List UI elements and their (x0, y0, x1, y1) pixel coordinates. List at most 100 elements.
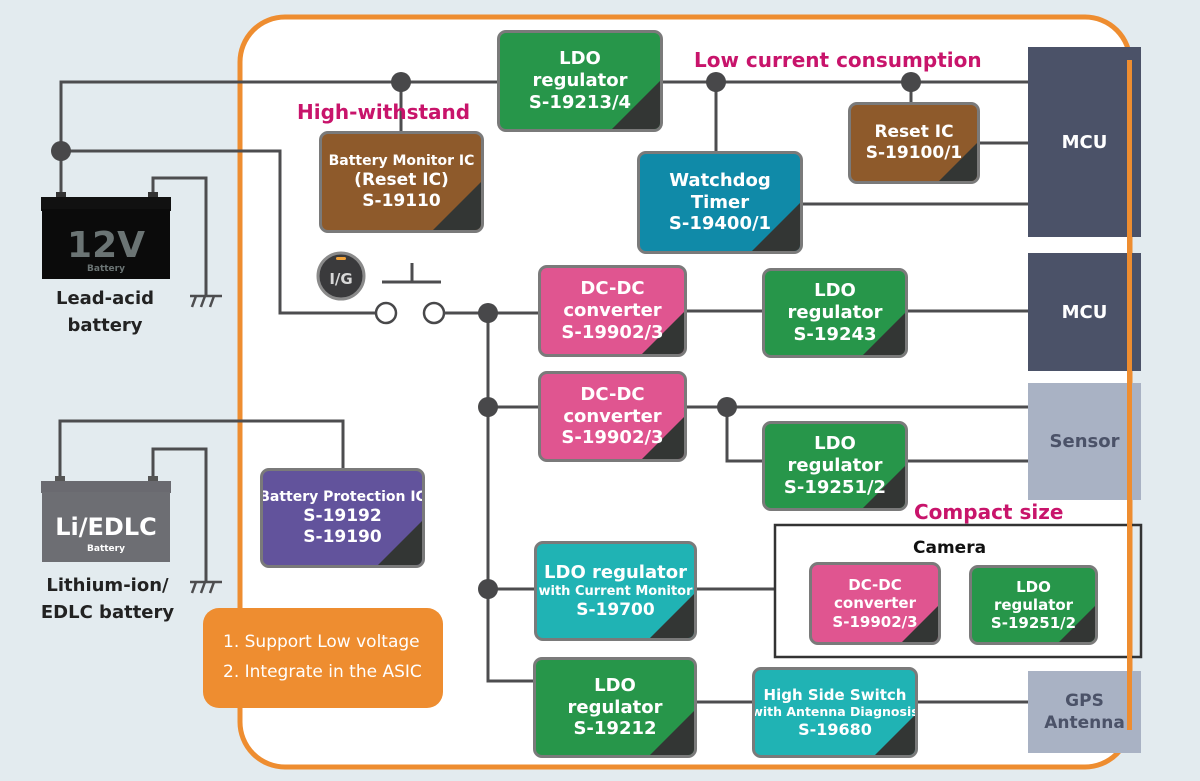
target-label: Antenna (1044, 713, 1125, 733)
mcu-block-1[interactable]: MCU (1028, 47, 1141, 237)
block-line: DC-DC (580, 278, 645, 300)
ldo-regulator-s19212-block[interactable]: LDO regulator S-19212 (533, 657, 697, 758)
block-line: S-19680 (798, 719, 872, 739)
corner-decoration (1059, 606, 1095, 642)
junction-node (478, 303, 498, 323)
corner-decoration (752, 203, 800, 251)
block-line: Battery Protection IC (260, 488, 425, 505)
corner-decoration (863, 313, 905, 355)
corner-decoration (642, 312, 684, 354)
target-label: GPS (1065, 690, 1104, 711)
battery-small-text: Battery (87, 544, 125, 554)
block-line: DC-DC (580, 383, 645, 405)
switch-terminal-in (374, 301, 398, 325)
block-line: (Reset IC) (354, 169, 449, 190)
block-line: S-19400/1 (668, 213, 772, 235)
block-line: S-19192 (303, 505, 382, 526)
block-line: LDO (814, 433, 856, 455)
battery-monitor-ic-block[interactable]: Battery Monitor IC (Reset IC) S-19110 (319, 131, 484, 233)
junction-node (901, 72, 921, 92)
battery-small-text: Battery (87, 264, 125, 274)
gps-antenna-block[interactable]: GPS Antenna (1028, 671, 1141, 753)
corner-decoration (875, 715, 915, 755)
junction-node (478, 397, 498, 417)
block-line: with Current Monitor (538, 583, 693, 599)
block-line: S-19902/3 (832, 612, 918, 631)
camera-dcdc-converter-block[interactable]: DC-DC converter S-19902/3 (809, 562, 941, 645)
corner-decoration (378, 521, 422, 565)
block-line: DC-DC (848, 576, 902, 595)
block-line: S-19251/2 (783, 476, 887, 498)
block-line: LDO (559, 48, 601, 70)
corner-decoration (939, 143, 977, 181)
block-line: regulator (993, 595, 1074, 614)
ldo-regulator-s19213-block[interactable]: LDO regulator S-19213/4 (497, 30, 663, 132)
block-line: S-19251/2 (990, 614, 1077, 633)
corner-decoration (612, 81, 660, 129)
block-line: S-19902/3 (561, 427, 664, 449)
corner-decoration (650, 594, 694, 638)
mcu-block-2[interactable]: MCU (1028, 253, 1141, 371)
junction-node (478, 579, 498, 599)
dcdc-converter-block-2[interactable]: DC-DC converter S-19902/3 (538, 371, 687, 462)
junction-node (717, 397, 737, 417)
target-label: MCU (1061, 131, 1108, 153)
target-label: MCU (1061, 301, 1108, 323)
block-line: converter (563, 300, 662, 322)
block-line: regulator (787, 302, 883, 324)
junction-node (706, 72, 726, 92)
block-line: regulator (532, 70, 628, 92)
junction-node (51, 141, 71, 161)
wire-ground-lead (151, 176, 208, 296)
ldo-current-monitor-block[interactable]: LDO regulator with Current Monitor S-197… (534, 541, 697, 641)
watchdog-timer-block[interactable]: Watchdog Timer S-19400/1 (637, 151, 803, 254)
block-line: S-19100/1 (865, 143, 963, 163)
block-line: regulator (787, 455, 883, 477)
block-line: Timer (690, 191, 750, 213)
block-line: Watchdog (669, 169, 771, 191)
camera-ldo-regulator-block[interactable]: LDO regulator S-19251/2 (969, 565, 1098, 645)
block-line: regulator (567, 696, 663, 718)
corner-decoration (433, 182, 481, 230)
ignition-label: I/G (329, 270, 352, 288)
block-line: Battery Monitor IC (328, 152, 475, 169)
battery-big-text: Li/EDLC (55, 513, 157, 541)
corner-decoration (642, 417, 684, 459)
sensor-block[interactable]: Sensor (1028, 383, 1141, 500)
block-line: LDO (814, 280, 856, 302)
wire-li-positive (58, 419, 345, 478)
block-line: converter (834, 594, 916, 613)
ground-icon (190, 294, 222, 308)
block-line: S-19110 (362, 190, 441, 211)
block-line: LDO (594, 674, 636, 696)
reset-ic-block[interactable]: Reset IC S-19100/1 (848, 102, 980, 184)
block-line: S-19212 (573, 718, 657, 740)
switch-terminal-out (422, 301, 446, 325)
corner-decoration (902, 606, 938, 642)
high-side-switch-block[interactable]: High Side Switch with Antenna Diagnosis … (752, 667, 918, 758)
ldo-regulator-s19251-block[interactable]: LDO regulator S-19251/2 (762, 421, 908, 511)
junction-node (391, 72, 411, 92)
battery-protection-ic-block[interactable]: Battery Protection IC S-19192 S-19190 (260, 468, 425, 568)
block-line: S-19190 (303, 526, 382, 547)
camera-group-box (773, 523, 1143, 659)
battery-big-text: 12V (67, 225, 145, 266)
wire-ig-feed (61, 149, 380, 315)
block-line: S-19213/4 (528, 91, 632, 113)
lead-acid-battery-icon[interactable]: 12V Battery (41, 192, 171, 279)
wire-li-negative (151, 447, 208, 582)
block-line: S-19700 (576, 599, 655, 620)
ground-icon (190, 580, 222, 594)
block-line: with Antenna Diagnosis (752, 704, 918, 720)
block-line: S-19902/3 (561, 321, 664, 343)
li-edlc-battery-icon[interactable]: Li/EDLC Battery (41, 476, 171, 562)
ignition-switch-button[interactable]: I/G (316, 251, 366, 301)
corner-decoration (650, 711, 694, 755)
dcdc-converter-block-1[interactable]: DC-DC converter S-19902/3 (538, 265, 687, 357)
block-line: Reset IC (874, 122, 954, 143)
ldo-regulator-s19243-block[interactable]: LDO regulator S-19243 (762, 268, 908, 358)
block-line: converter (563, 405, 662, 427)
wire-vertical-bus (486, 313, 534, 683)
block-line: LDO (1016, 577, 1051, 596)
target-label: Sensor (1049, 431, 1120, 452)
